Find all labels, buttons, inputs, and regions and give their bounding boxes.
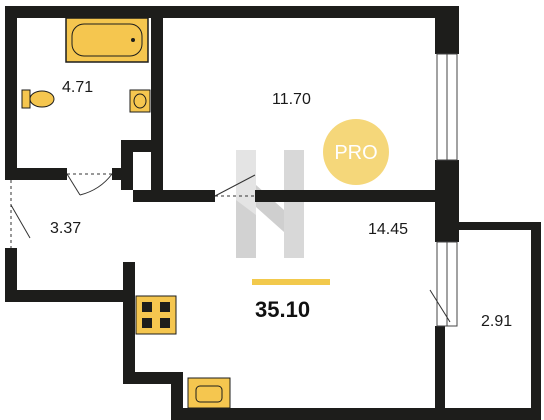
- walls: [5, 6, 541, 420]
- door-swing-icon: [10, 180, 31, 248]
- washbasin-icon: [129, 89, 151, 113]
- kitchen-sink-icon: [187, 377, 231, 409]
- hall-area-label: 3.37: [50, 220, 81, 237]
- balcony-area-label: 2.91: [481, 313, 512, 330]
- stove-icon: [135, 295, 177, 335]
- bathroom-area-label: 4.71: [62, 79, 93, 96]
- pro-badge-text: PRO: [334, 142, 377, 164]
- door-swing-icon: [429, 289, 451, 323]
- kitchen-area-label: 14.45: [368, 221, 408, 238]
- door-swing-icon: [66, 173, 113, 196]
- door-swing-icon: [214, 174, 256, 197]
- room-area-label: 11.70: [272, 91, 311, 108]
- bathtub-icon: [65, 17, 149, 63]
- total-area-label: 35.10: [255, 297, 310, 322]
- window-icon: [436, 53, 458, 161]
- logo-watermark-icon: [236, 150, 304, 258]
- pro-badge: PRO: [323, 119, 389, 185]
- window-icon: [436, 241, 458, 327]
- toilet-icon: [21, 89, 55, 109]
- total-area-accent-bar: [252, 279, 330, 285]
